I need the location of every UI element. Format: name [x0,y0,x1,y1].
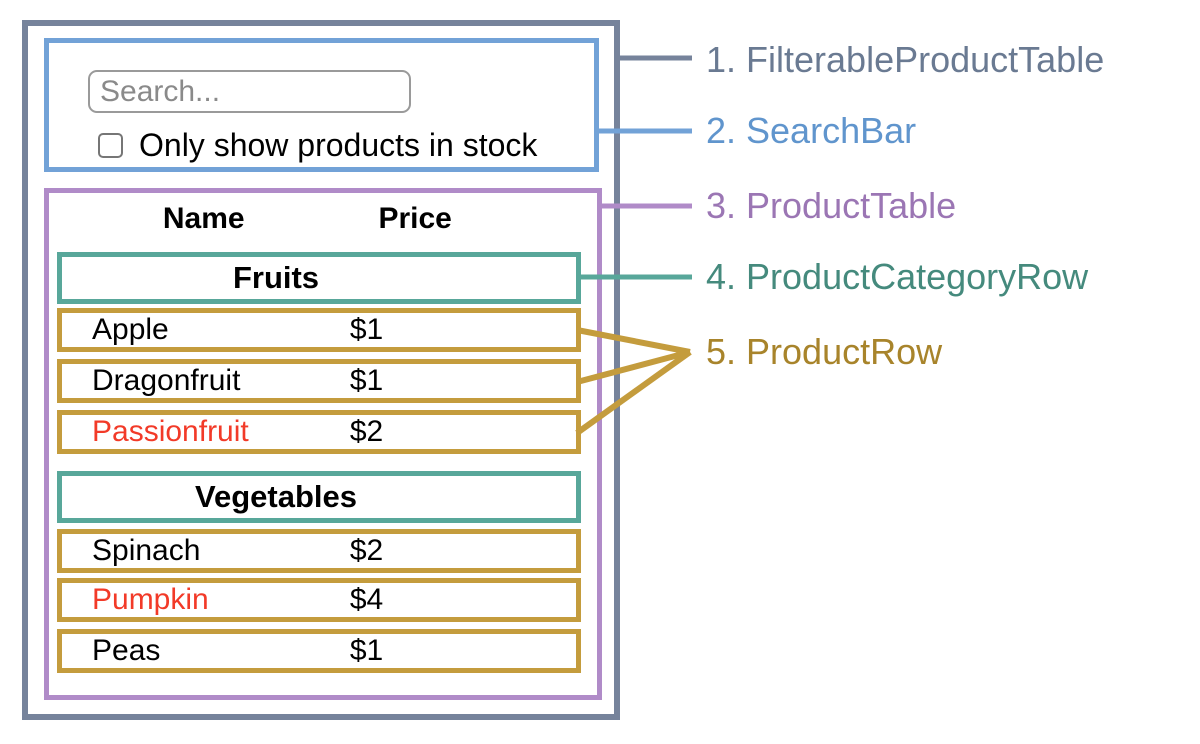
product-row-spinach: Spinach $2 [57,529,581,573]
table-header-row: Name Price [57,201,581,237]
filterable-product-table-box: Only show products in stock Name Price F… [22,20,620,720]
column-header-price: Price [378,202,452,235]
in-stock-filter-row: Only show products in stock [98,127,537,164]
product-category-row-fruits: Fruits [57,252,581,304]
category-label: Vegetables [195,479,357,514]
product-row-dragonfruit: Dragonfruit $1 [57,359,581,403]
product-price: $1 [349,313,384,346]
column-header-name: Name [162,202,245,235]
search-bar-box: Only show products in stock [44,38,599,172]
product-table-box: Name Price Fruits Apple $1 Dragonfruit $… [44,188,602,700]
legend-item-product-row: 5. ProductRow [706,331,943,372]
product-row-peas: Peas $1 [57,629,581,673]
category-label: Fruits [232,260,320,295]
legend-item-filterable-product-table: 1. FilterableProductTable [706,39,1105,80]
product-price: $1 [349,364,384,397]
product-name: Dragonfruit [92,364,241,397]
product-price: $2 [349,415,384,448]
product-row-pumpkin: Pumpkin $4 [57,578,581,622]
product-price: $4 [349,583,384,616]
in-stock-checkbox[interactable] [98,133,123,158]
in-stock-checkbox-label: Only show products in stock [139,127,538,163]
legend-item-product-table: 3. ProductTable [706,185,957,226]
legend-item-search-bar: 2. SearchBar [706,110,917,151]
product-name-out-of-stock: Passionfruit [92,415,249,448]
product-row-passionfruit: Passionfruit $2 [57,410,581,454]
product-name: Apple [92,313,169,346]
product-category-row-vegetables: Vegetables [57,471,581,523]
product-name-out-of-stock: Pumpkin [92,583,209,616]
search-input[interactable] [88,70,411,113]
product-row-apple: Apple $1 [57,308,581,352]
product-price: $1 [349,634,384,667]
product-price: $2 [349,534,384,567]
product-name: Peas [92,634,161,667]
product-name: Spinach [92,534,201,567]
legend-item-product-category-row: 4. ProductCategoryRow [706,256,1089,297]
